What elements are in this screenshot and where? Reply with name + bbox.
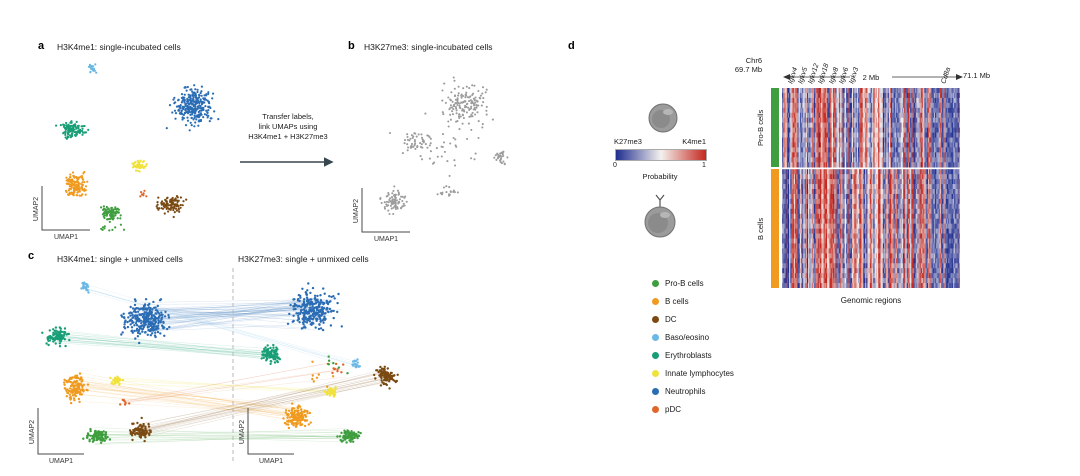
link-lines-layer	[49, 284, 393, 445]
chromosome-start-label: Chr6 69.7 Mb	[700, 56, 762, 74]
umap-a-xlabel: UMAP1	[54, 234, 78, 241]
panel-d-label: d	[568, 40, 575, 52]
umap-c-right-axes: UMAP2 UMAP1	[239, 408, 294, 465]
legend-dot-baso-icon	[652, 333, 659, 341]
heatmap-x-label: Genomic regions	[840, 296, 902, 305]
b-cell-icon	[644, 194, 676, 238]
pro-b-cell-icon	[648, 103, 678, 133]
legend-item-baso: Baso/eosino	[652, 332, 734, 342]
scale-arrow-left-icon	[783, 74, 790, 80]
start-coordinate: 69.7 Mb	[734, 65, 762, 74]
umap-a-axis-lines	[41, 186, 90, 231]
legend-label-erythroblasts: Erythroblasts	[665, 350, 712, 360]
scale-bar: 2 Mb	[783, 73, 963, 82]
umap-c-right-ylabel: UMAP2	[239, 420, 246, 444]
umap-b-axes: UMAP2 UMAP1	[353, 188, 410, 243]
legend-label-dc: DC	[665, 314, 677, 324]
panel-c-label: c	[28, 250, 35, 262]
panel-c-title-left: H3K4me1: single + unmixed cells	[57, 254, 183, 264]
colorbar-right-label: K4me1	[682, 137, 706, 146]
scale-arrow-right-icon	[956, 74, 963, 80]
colorbar-max-tick: 1	[702, 162, 706, 169]
b-cell-receptor-icon	[655, 194, 665, 207]
panel-c-title-right: H3K27me3: single + unmixed cells	[238, 254, 369, 264]
legend-dot-b-cells-icon	[652, 297, 659, 305]
row-group-label-pro-b: Pro-B cells	[756, 109, 765, 146]
legend-item-innate: Innate lymphocytes	[652, 368, 734, 378]
legend-dot-innate-icon	[652, 369, 659, 377]
panel-b-label: b	[348, 40, 355, 52]
legend-dot-pro-b-icon	[652, 279, 659, 287]
transfer-label: Transfer labels, link UMAPs using H3K4me…	[236, 112, 340, 142]
umap-b-plot: UMAP2 UMAP1	[353, 76, 509, 243]
chromosome-name: Chr6	[745, 56, 762, 65]
legend-label-neutrophils: Neutrophils	[665, 386, 706, 396]
panel-a-title: H3K4me1: single-incubated cells	[57, 42, 181, 52]
umap-b-axis-lines	[361, 188, 410, 233]
umap-a-points-layer	[55, 63, 220, 232]
legend-item-erythroblasts: Erythroblasts	[652, 350, 734, 360]
umap-a-ylabel: UMAP2	[33, 197, 40, 221]
legend-item-pro-b: Pro-B cells	[652, 278, 734, 288]
b-cell-nucleus	[648, 213, 668, 233]
legend-label-innate: Innate lymphocytes	[665, 368, 734, 378]
row-group-bar-b-cells	[771, 169, 779, 288]
umap-a-axes: UMAP2 UMAP1	[33, 186, 90, 241]
colorbar-min-tick: 0	[613, 162, 617, 169]
row-group-label-b-cells: B cells	[756, 217, 765, 240]
umap-c-left-axis-lines	[37, 408, 84, 455]
row-group-bar-pro-b	[771, 88, 779, 167]
legend-dot-neutrophils-icon	[652, 387, 659, 395]
cluster-legend: Pro-B cells B cells DC Baso/eosino Eryth…	[652, 278, 734, 414]
umap-b-ylabel: UMAP2	[353, 199, 360, 223]
legend-label-baso: Baso/eosino	[665, 332, 710, 342]
legend-dot-erythroblasts-icon	[652, 351, 659, 359]
b-cell-highlight	[660, 212, 670, 218]
umap-c-left-ylabel: UMAP2	[29, 420, 36, 444]
colorbar-left-label: K27me3	[614, 137, 642, 146]
transfer-line-2: link UMAPs using	[258, 122, 318, 131]
umap-c-right-xlabel: UMAP1	[259, 458, 283, 465]
umap-b-points-layer	[379, 76, 509, 216]
end-coordinate: 71.1 Mb	[963, 71, 991, 80]
scale-length-label: 2 Mb	[863, 73, 880, 82]
legend-item-pdc: pDC	[652, 404, 734, 414]
panel-b-title: H3K27me3: single-incubated cells	[364, 42, 493, 52]
umap-b-xlabel: UMAP1	[374, 236, 398, 243]
legend-item-dc: DC	[652, 314, 734, 324]
transfer-line-3: H3K4me1 + H3K27me3	[248, 132, 328, 141]
legend-label-b-cells: B cells	[665, 296, 689, 306]
transfer-arrow-icon	[240, 157, 334, 167]
umap-c-left-axes: UMAP2 UMAP1	[29, 408, 84, 465]
probability-heatmap	[782, 88, 960, 288]
umap-c-left-xlabel: UMAP1	[49, 458, 73, 465]
pro-b-cell-highlight	[663, 109, 673, 115]
panel-a-label: a	[38, 40, 45, 52]
legend-label-pro-b: Pro-B cells	[665, 278, 704, 288]
colorbar-mark-labels: K27me3 K4me1	[614, 137, 706, 146]
umap-c-left-points-layer	[41, 281, 171, 444]
umap-c-right-axis-lines	[247, 408, 294, 455]
umap-c-right-points-layer	[260, 282, 399, 444]
legend-dot-pdc-icon	[652, 405, 659, 413]
linked-umap-plot: UMAP2 UMAP1 UMAP2 UMAP1	[29, 268, 399, 465]
legend-item-neutrophils: Neutrophils	[652, 386, 734, 396]
legend-item-b-cells: B cells	[652, 296, 734, 306]
legend-dot-dc-icon	[652, 315, 659, 323]
probability-gradient-bar	[615, 149, 707, 161]
legend-label-pdc: pDC	[665, 404, 682, 414]
colorbar-title: Probability	[642, 172, 678, 181]
umap-a-plot: UMAP2 UMAP1	[33, 63, 220, 241]
transfer-line-1: Transfer labels,	[262, 112, 314, 121]
